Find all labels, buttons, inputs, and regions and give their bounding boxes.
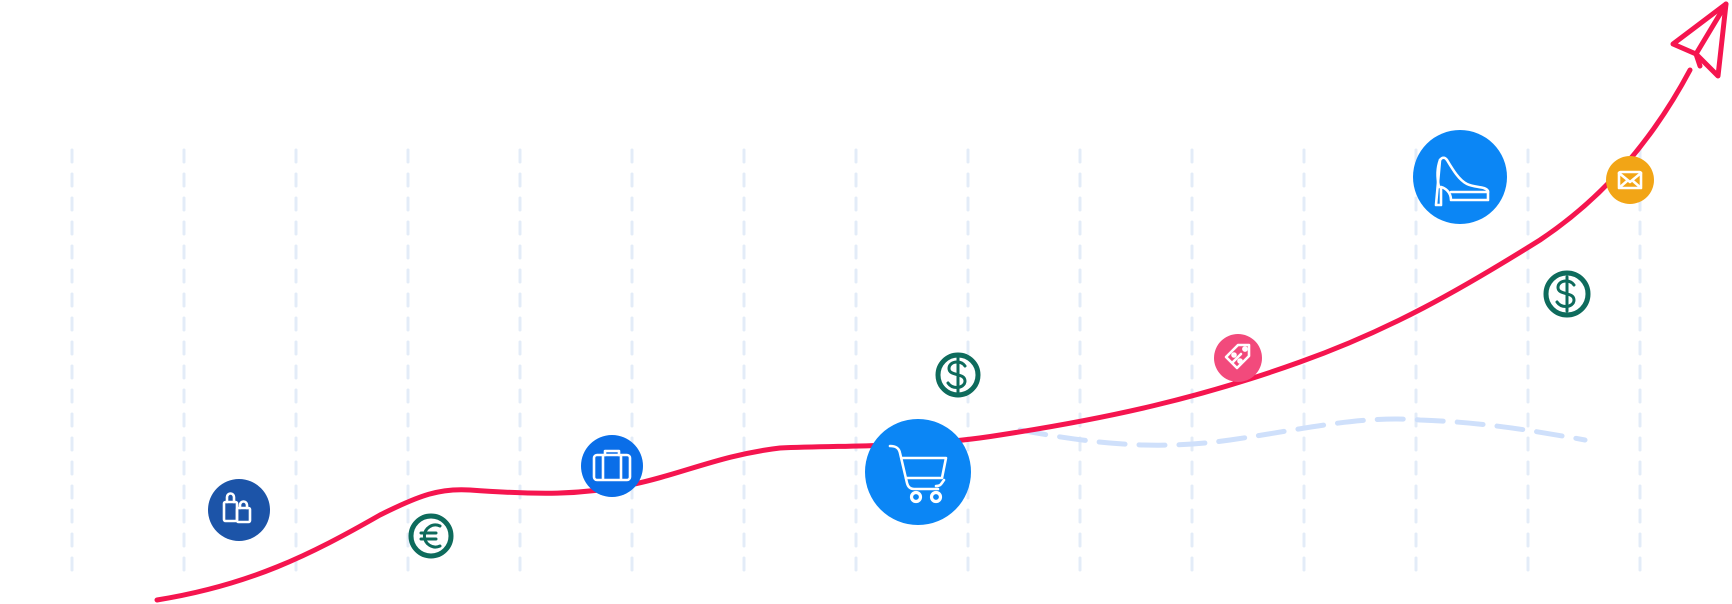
envelope-icon [1606,156,1654,204]
dollar-coin-icon [1543,270,1591,318]
euro-coin-icon [408,513,454,559]
dollar-coin-icon [935,352,981,398]
growth-trend-line [154,67,1693,603]
paper-plane-icon [1670,1,1729,79]
background-grid [70,148,1642,582]
shopping-bags-icon [208,479,270,541]
high-heel-shoe-icon [1413,130,1507,224]
briefcase-icon [581,435,643,497]
discount-tag-icon [1214,334,1262,382]
ghost-trend-line [1017,416,1588,448]
shopping-cart-icon [865,419,971,525]
